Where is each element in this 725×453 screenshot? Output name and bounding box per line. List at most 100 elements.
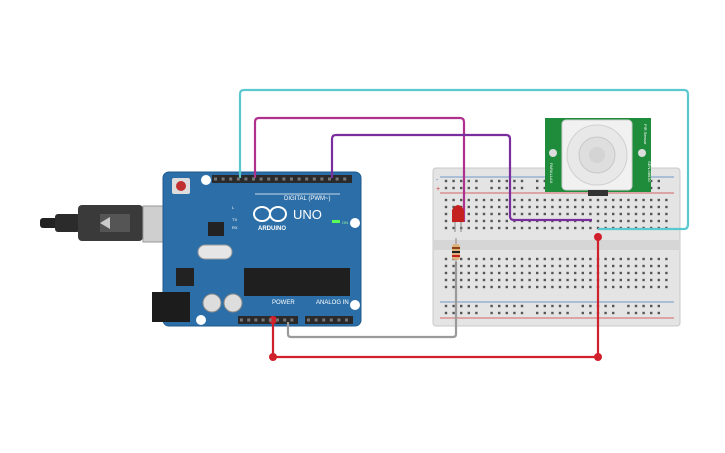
breadboard-hole <box>627 264 630 268</box>
breadboard-hole <box>528 278 531 282</box>
breadboard-hole <box>460 257 463 261</box>
breadboard-hole <box>444 304 448 308</box>
breadboard-hole <box>581 205 584 209</box>
breadboard-hole <box>634 278 638 282</box>
breadboard-hole <box>467 212 470 216</box>
breadboard-hole <box>467 311 470 315</box>
breadboard-hole <box>482 212 486 216</box>
resistor <box>452 238 460 266</box>
header-pin <box>247 318 251 322</box>
breadboard-hole <box>627 271 630 275</box>
breadboard-hole <box>543 304 546 308</box>
breadboard-hole <box>581 271 584 275</box>
breadboard-hole <box>604 205 607 209</box>
header-pin <box>297 177 301 181</box>
breadboard-hole <box>444 212 448 216</box>
breadboard-hole <box>444 205 448 209</box>
breadboard-hole <box>475 271 478 275</box>
breadboard-hole <box>444 198 448 202</box>
breadboard-hole <box>650 285 653 289</box>
breadboard-hole <box>543 271 546 275</box>
breadboard-hole <box>650 212 653 216</box>
breadboard-hole <box>589 311 592 315</box>
breadboard-hole <box>581 311 584 315</box>
breadboard-hole <box>642 278 645 282</box>
wire-cyan <box>238 88 690 231</box>
breadboard-hole <box>520 271 524 275</box>
breadboard-hole <box>513 285 516 289</box>
breadboard-hole <box>460 278 463 282</box>
breadboard-hole <box>551 285 554 289</box>
breadboard-hole <box>490 219 493 223</box>
breadboard-hole <box>589 285 592 289</box>
header-pin <box>214 177 217 181</box>
breadboard-hole <box>520 212 524 216</box>
breadboard-hole <box>460 198 463 202</box>
breadboard-hole <box>589 257 592 261</box>
breadboard-hole <box>551 271 554 275</box>
breadboard-hole <box>558 304 562 308</box>
breadboard-hole <box>650 179 653 183</box>
breadboard-hole <box>513 304 516 308</box>
breadboard-hole <box>475 264 478 268</box>
breadboard-hole <box>520 285 524 289</box>
breadboard-hole <box>551 198 554 202</box>
breadboard-hole <box>460 179 463 183</box>
header-pin <box>252 177 255 181</box>
header-pin <box>261 318 265 322</box>
breadboard-hole <box>475 285 478 289</box>
breadboard-hole <box>467 179 470 183</box>
breadboard-hole <box>513 179 516 183</box>
rail-minus-label: - <box>436 177 439 184</box>
breadboard-hole <box>604 304 607 308</box>
breadboard-hole <box>543 226 546 230</box>
rail-plus-label: + <box>436 186 440 193</box>
breadboard-hole <box>612 219 615 223</box>
breadboard-hole <box>482 285 486 289</box>
brand-label: ARDUINO <box>258 226 286 232</box>
breadboard-hole <box>452 304 455 308</box>
breadboard-hole <box>505 278 508 282</box>
breadboard-hole <box>665 257 668 261</box>
breadboard-hole <box>650 304 653 308</box>
breadboard-hole <box>498 205 501 209</box>
breadboard-hole <box>498 285 501 289</box>
breadboard-hole <box>650 264 653 268</box>
atmega-chip <box>244 268 350 296</box>
header-pin <box>345 318 348 322</box>
breadboard-hole <box>482 205 486 209</box>
breadboard-hole <box>581 304 584 308</box>
breadboard-hole <box>498 304 501 308</box>
breadboard-hole <box>634 271 638 275</box>
breadboard-hole <box>657 311 660 315</box>
breadboard-hole <box>452 278 455 282</box>
breadboard-hole <box>581 278 584 282</box>
breadboard-hole <box>566 285 569 289</box>
breadboard-hole <box>452 271 455 275</box>
breadboard-hole <box>665 205 668 209</box>
breadboard-hole <box>581 285 584 289</box>
breadboard-hole <box>498 271 501 275</box>
breadboard-hole <box>452 264 455 268</box>
on-label: ON <box>342 220 348 225</box>
breadboard-hole <box>551 257 554 261</box>
breadboard-hole <box>604 285 607 289</box>
breadboard-hole <box>444 285 448 289</box>
breadboard-hole <box>650 219 653 223</box>
breadboard-hole <box>574 285 577 289</box>
header-pin <box>244 177 248 181</box>
breadboard-hole <box>528 198 531 202</box>
breadboard-hole <box>589 205 592 209</box>
breadboard-hole <box>566 212 569 216</box>
breadboard-hole <box>581 257 584 261</box>
header-pin <box>337 318 341 322</box>
breadboard-hole <box>498 264 501 268</box>
breadboard-hole <box>581 198 584 202</box>
analog-header <box>305 316 353 324</box>
breadboard-hole <box>490 205 493 209</box>
breadboard-hole <box>498 311 501 315</box>
breadboard-hole <box>536 271 539 275</box>
breadboard-hole <box>596 205 600 209</box>
breadboard-hole <box>596 212 600 216</box>
